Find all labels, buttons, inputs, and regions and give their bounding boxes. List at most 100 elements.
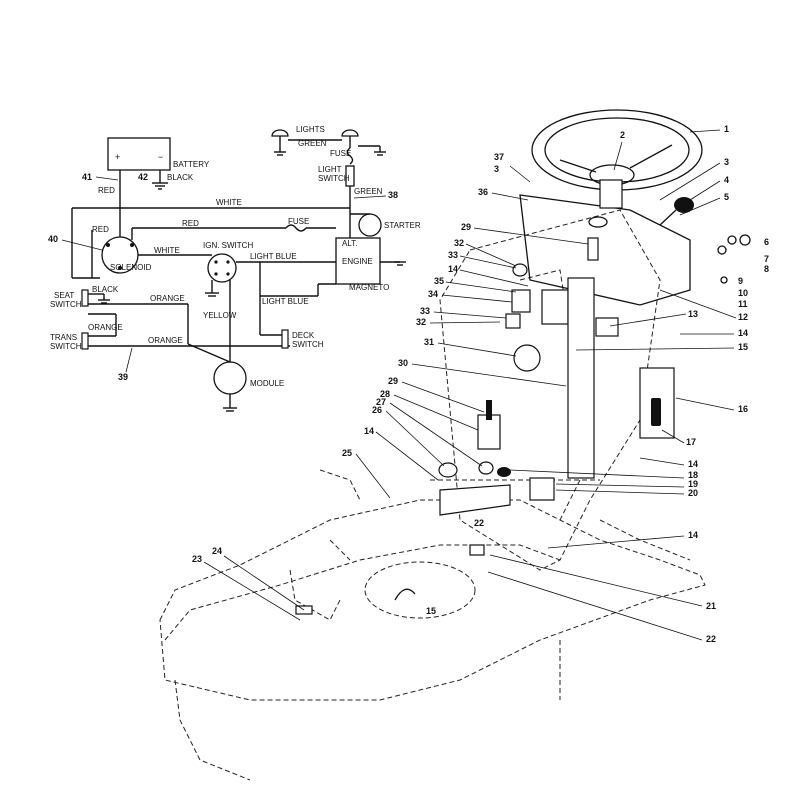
engine-label: ENGINE	[342, 257, 373, 266]
callout-33b: 33	[420, 306, 430, 316]
callout-12: 12	[738, 312, 748, 322]
wire-green-2: GREEN	[354, 187, 383, 196]
wire-orange-3: ORANGE	[148, 336, 183, 345]
callout-10: 10	[738, 288, 748, 298]
callout-36: 36	[478, 187, 488, 197]
light-switch-label-1: LIGHT	[318, 165, 342, 174]
callout-6: 6	[764, 237, 769, 247]
battery-box	[107, 137, 171, 171]
ign-switch	[207, 253, 237, 283]
solenoid-label: SOLENOID	[110, 263, 152, 272]
callout-17: 17	[686, 437, 696, 447]
callout-16: 16	[738, 404, 748, 414]
callout-15a: 15	[738, 342, 748, 352]
callout-32a: 32	[454, 238, 464, 248]
battery-label: BATTERY	[173, 160, 210, 169]
callout-11: 11	[738, 299, 748, 309]
callout-27: 27	[376, 397, 386, 407]
wire-red-1: RED	[98, 186, 115, 195]
callout-13: 13	[688, 309, 698, 319]
callout-1: 1	[724, 124, 729, 134]
ref-38: 38	[388, 190, 398, 200]
fuse-mid-label: FUSE	[288, 217, 309, 226]
callout-14d: 14	[448, 264, 458, 274]
trans-switch-label-1: TRANS	[50, 333, 77, 342]
starter-label: STARTER	[384, 221, 421, 230]
callout-31: 31	[424, 337, 434, 347]
callout-14c: 14	[688, 530, 698, 540]
light-switch-label-2: SWITCH	[318, 174, 350, 183]
callout-8: 8	[764, 264, 769, 274]
wire-orange-1: ORANGE	[150, 294, 185, 303]
ref-41: 41	[82, 172, 92, 182]
fuse-top-label: FUSE	[330, 149, 351, 158]
wire-black-2: BLACK	[92, 285, 119, 294]
ign-switch-label: IGN. SWITCH	[203, 241, 253, 250]
trans-switch-label-2: SWITCH	[50, 342, 82, 351]
callout-15b: 15	[426, 606, 436, 616]
callout-4: 4	[724, 175, 729, 185]
module-label: MODULE	[250, 379, 284, 388]
wire-white-2: WHITE	[154, 246, 180, 255]
callout-30: 30	[398, 358, 408, 368]
callout-19: 19	[688, 479, 698, 489]
wire-green-1: GREEN	[298, 139, 327, 148]
callout-23: 23	[192, 554, 202, 564]
wire-red-3: RED	[182, 219, 199, 228]
wire-red-2: RED	[92, 225, 109, 234]
callout-9: 9	[738, 276, 743, 286]
callout-28: 28	[380, 389, 390, 399]
callout-14b: 14	[688, 459, 698, 469]
steering-wheel	[531, 109, 703, 209]
battery-minus: −	[158, 152, 163, 162]
callout-37: 37	[494, 152, 504, 162]
seat-switch-label-1: SEAT	[54, 291, 74, 300]
wire-orange-2: ORANGE	[88, 323, 123, 332]
callout-25: 25	[342, 448, 352, 458]
callout-14e: 14	[364, 426, 374, 436]
callout-24: 24	[212, 546, 222, 556]
callout-14a: 14	[738, 328, 748, 338]
callout-3b: 3	[494, 164, 499, 174]
seat-switch-label-2: SWITCH	[50, 300, 82, 309]
starter-motor	[358, 213, 382, 237]
callout-22b: 22	[706, 634, 716, 644]
callout-29a: 29	[461, 222, 471, 232]
callout-35: 35	[434, 276, 444, 286]
callout-29b: 29	[388, 376, 398, 386]
callouts: 1 2 3 4 5 6 7 8 9 10 11 12 13 14 15 16 1…	[192, 124, 769, 644]
callout-32b: 32	[416, 317, 426, 327]
chassis-frame	[159, 499, 706, 701]
ref-40: 40	[48, 234, 58, 244]
callout-34: 34	[428, 289, 438, 299]
deck-switch-label-2: SWITCH	[292, 340, 324, 349]
callout-3a: 3	[724, 157, 729, 167]
callout-33a: 33	[448, 250, 458, 260]
wire-black-1: BLACK	[167, 173, 194, 182]
magneto-label: MAGNETO	[349, 283, 389, 292]
callout-2: 2	[620, 130, 625, 140]
wiring-schematic: + − BATTERY BLACK 41 42 RED WHITE SOLENO…	[48, 125, 421, 412]
battery-plus: +	[115, 152, 120, 162]
callout-26: 26	[372, 405, 382, 415]
engine-block	[335, 237, 381, 285]
callout-22a: 22	[474, 518, 484, 528]
callout-7: 7	[764, 254, 769, 264]
console-tower	[439, 209, 661, 571]
callout-20: 20	[688, 488, 698, 498]
callout-5: 5	[724, 192, 729, 202]
ref-42: 42	[138, 172, 148, 182]
callout-18: 18	[688, 470, 698, 480]
wire-yellow: YELLOW	[203, 311, 237, 320]
tractor-assembly	[159, 109, 751, 781]
alt-label: ALT.	[342, 239, 357, 248]
dash-plate	[519, 194, 691, 306]
callout-21: 21	[706, 601, 716, 611]
ref-39: 39	[118, 372, 128, 382]
lights-label: LIGHTS	[296, 125, 325, 134]
wire-light-blue-2: LIGHT BLUE	[262, 297, 309, 306]
module	[213, 361, 247, 395]
wire-white-1: WHITE	[216, 198, 242, 207]
wire-light-blue-1: LIGHT BLUE	[250, 252, 297, 261]
